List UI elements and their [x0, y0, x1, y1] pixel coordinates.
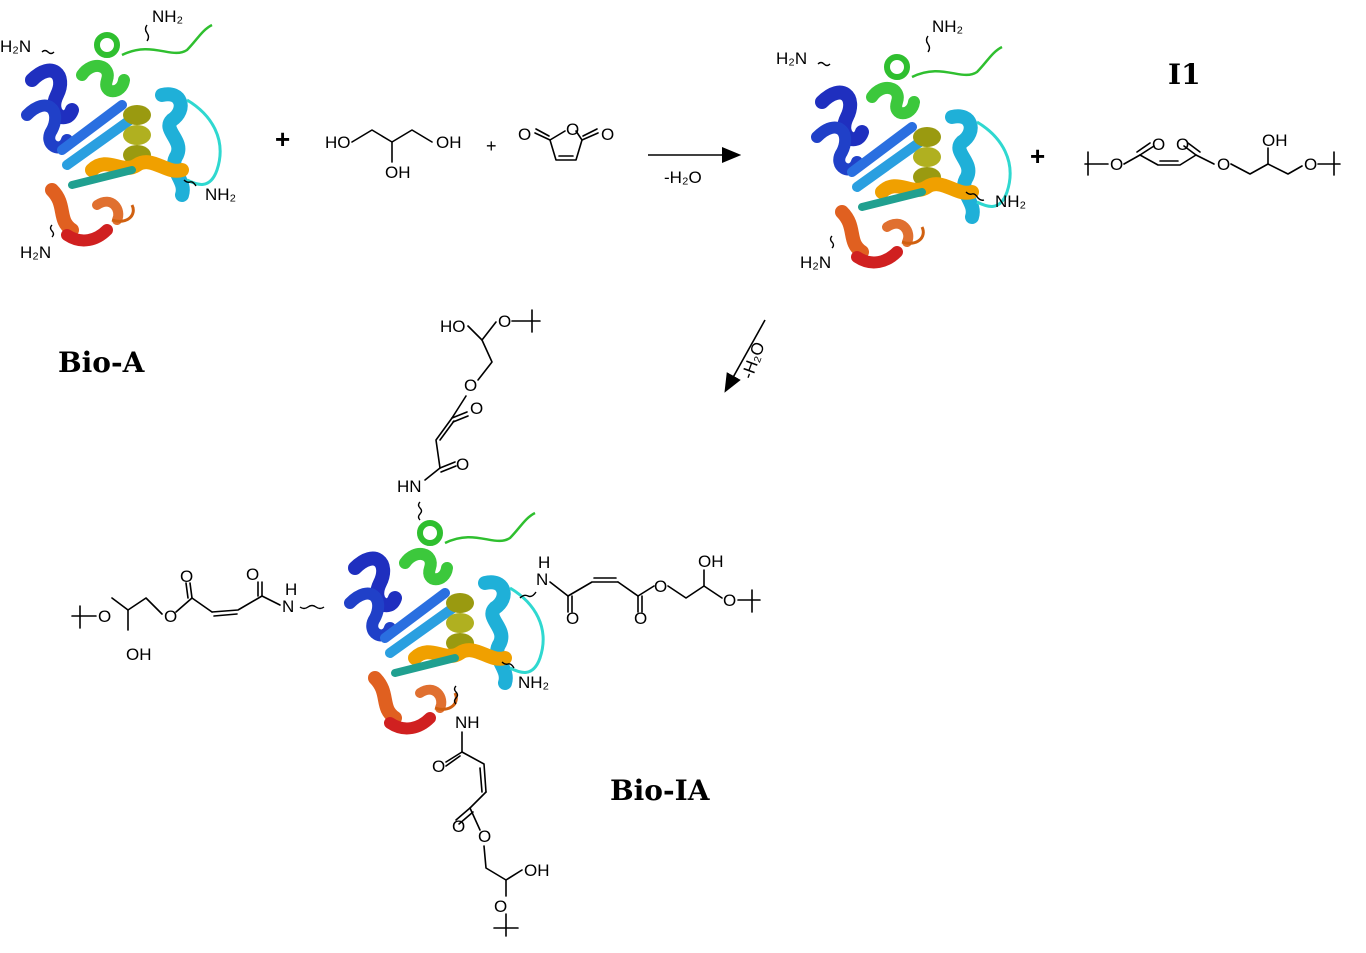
svg-text:O: O: [432, 757, 445, 776]
plus-sign-3: +: [1030, 141, 1045, 171]
svg-text:O: O: [246, 565, 259, 584]
protein-bio-ia: [350, 513, 543, 728]
bio-a-wavy-4: [49, 224, 55, 238]
bio-a-amine-topleft: H₂N: [0, 37, 31, 56]
svg-text:O: O: [634, 609, 647, 628]
svg-text:HO: HO: [440, 317, 466, 336]
int-wavy-1: [817, 61, 831, 67]
bio-a-wavy-2: [144, 24, 150, 42]
svg-text:O: O: [518, 125, 531, 144]
bio-ia-amine-right: NH₂: [518, 673, 549, 692]
svg-text:N: N: [282, 597, 294, 616]
svg-text:O: O: [566, 120, 579, 139]
bio-a-amine-right: NH₂: [205, 185, 236, 204]
arrow-1-condition: -H₂O: [664, 168, 702, 187]
label-bio-ia: Bio-IA: [610, 774, 711, 807]
svg-text:OH: OH: [524, 861, 550, 880]
int-amine-bottom: H₂N: [800, 253, 831, 272]
svg-text:H: H: [285, 580, 297, 599]
int-wavy-2: [925, 35, 931, 53]
protein-intermediate: [817, 47, 1010, 262]
protein-bio-a: [27, 25, 220, 240]
bio-ia-top-chain: HN O O O HO O: [397, 309, 541, 521]
svg-text:HO: HO: [325, 133, 351, 152]
svg-text:O: O: [98, 607, 111, 626]
svg-text:O: O: [1176, 135, 1189, 154]
svg-text:O: O: [723, 591, 736, 610]
svg-text:OH: OH: [385, 163, 411, 182]
bio-a-wavy-1: [41, 49, 55, 55]
bio-ia-wavy-amine: [501, 661, 515, 669]
svg-text:OH: OH: [698, 552, 724, 571]
svg-text:OH: OH: [1262, 131, 1288, 150]
svg-text:O: O: [164, 607, 177, 626]
svg-text:O: O: [654, 577, 667, 596]
label-i1: I1: [1168, 58, 1201, 91]
bio-a-wavy-3: [183, 179, 197, 187]
maleic-anhydride-structure: O O O: [518, 120, 614, 161]
int-amine-topleft: H₂N: [776, 49, 807, 68]
svg-text:O: O: [498, 312, 511, 331]
svg-text:O: O: [566, 609, 579, 628]
int-wavy-3: [965, 191, 985, 201]
svg-text:NH: NH: [455, 713, 480, 732]
svg-text:O: O: [601, 125, 614, 144]
svg-text:O: O: [180, 567, 193, 586]
int-amine-right: NH₂: [995, 192, 1026, 211]
svg-text:OH: OH: [126, 645, 152, 664]
svg-text:HN: HN: [397, 477, 422, 496]
glycerol-structure: HO OH OH: [325, 129, 462, 182]
svg-text:O: O: [1152, 135, 1165, 154]
svg-text:O: O: [1304, 155, 1317, 174]
reaction-arrow-2: [724, 319, 766, 393]
bio-a-amine-top: NH₂: [152, 7, 183, 26]
bio-ia-right-chain: N H O O O OH O: [519, 552, 761, 628]
svg-text:O: O: [470, 399, 483, 418]
svg-text:H: H: [538, 553, 550, 572]
svg-text:O: O: [1110, 155, 1123, 174]
svg-text:O: O: [464, 376, 477, 395]
polyester-i1-structure: O O O O OH O: [1084, 131, 1341, 176]
int-amine-top: NH₂: [932, 17, 963, 36]
plus-sign-1: +: [275, 124, 290, 154]
bio-ia-bottom-chain: NH O O O OH O: [432, 685, 550, 937]
label-bio-a: Bio-A: [58, 346, 146, 379]
bio-ia-left-chain: H N O O O OH O: [71, 565, 325, 664]
int-wavy-4: [829, 235, 835, 249]
bio-a-amine-bottom: H₂N: [20, 243, 51, 262]
svg-text:O: O: [456, 455, 469, 474]
arrow-2-condition: -H₂O: [738, 339, 769, 381]
svg-text:O: O: [494, 897, 507, 916]
svg-text:OH: OH: [436, 133, 462, 152]
plus-sign-2: +: [486, 136, 497, 156]
svg-text:O: O: [478, 827, 491, 846]
svg-text:N: N: [536, 570, 548, 589]
svg-text:O: O: [452, 817, 465, 836]
svg-text:O: O: [1217, 155, 1230, 174]
